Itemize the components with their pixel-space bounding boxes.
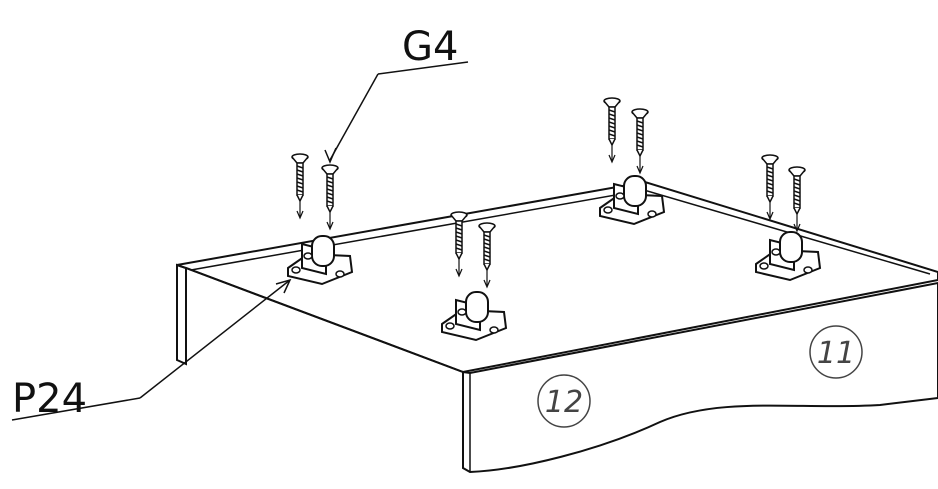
callout-p24: P24: [11, 278, 292, 422]
screw-part-label: G4: [402, 24, 458, 70]
drawer-box: [176, 180, 938, 474]
caster-part-label: P24: [12, 376, 87, 422]
panel-number-front: 12: [545, 385, 583, 420]
panel-number-side: 11: [817, 336, 855, 371]
screw: [788, 166, 806, 232]
front-panel: [462, 281, 938, 474]
screw: [631, 108, 649, 174]
callout-g4: G4: [324, 24, 469, 164]
screw: [291, 153, 309, 219]
screw: [321, 164, 339, 230]
screw: [761, 154, 779, 220]
panel-marker-11: 11: [809, 325, 863, 379]
left-panel: [176, 263, 187, 366]
panel-marker-12: 12: [537, 374, 591, 428]
screw: [603, 97, 621, 163]
